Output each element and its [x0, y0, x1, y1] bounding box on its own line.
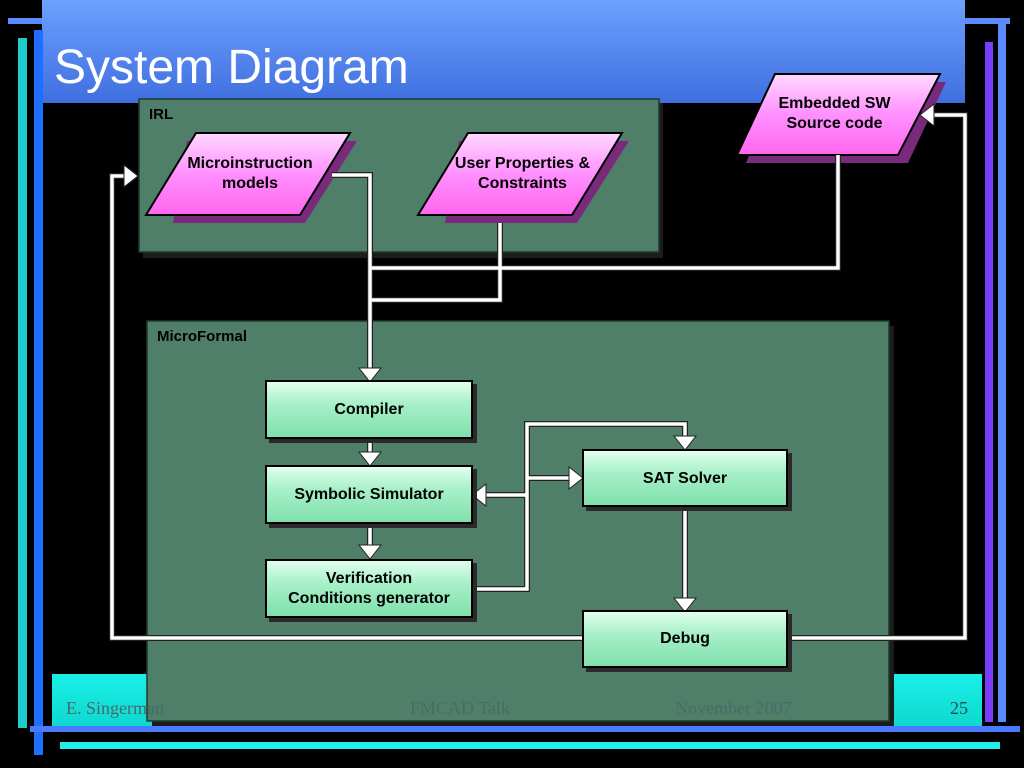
debug-block: Debug: [582, 610, 788, 668]
symbolic-simulator-label: Symbolic Simulator: [294, 485, 444, 503]
arrowhead-to-sat-left: [568, 465, 584, 491]
compiler-label: Compiler: [334, 400, 404, 418]
vc-generator-line-1: Verification: [325, 569, 413, 587]
arrowhead-to-debug: [672, 597, 698, 613]
user-properties-line-1: User Properties &: [454, 155, 591, 172]
frame-line-right-2: [998, 22, 1006, 722]
microformal-group-label: MicroFormal: [157, 328, 248, 345]
connector-embedded-to-compiler: [370, 155, 840, 270]
irl-group-label: IRL: [149, 106, 174, 123]
frame-line-left-2: [18, 38, 27, 728]
arrowhead-to-compiler: [357, 367, 383, 383]
arrowhead-to-vcgen: [357, 544, 383, 560]
debug-label: Debug: [660, 630, 710, 647]
frame-line-bottom-2: [30, 726, 1020, 732]
arrowhead-to-sat-top: [672, 435, 698, 451]
frame-line-top-right: [965, 18, 1010, 24]
user-properties-label: User Properties & Constraints: [430, 154, 615, 194]
vc-generator-line-2: Conditions generator: [288, 589, 450, 607]
footer-author: E. Singerman: [66, 698, 164, 718]
connector-vcgen-to-sat: [472, 422, 687, 591]
connector-userprops-to-compiler: [370, 223, 502, 302]
arrowhead-to-embedded: [919, 102, 935, 128]
sat-solver-label: SAT Solver: [642, 470, 728, 487]
embedded-sw-line-2: Source code: [786, 115, 883, 132]
frame-line-left: [34, 30, 43, 755]
footer-date: November 2007: [675, 698, 792, 718]
microinstruction-shape: [144, 132, 352, 216]
frame-line-bottom: [60, 742, 1000, 749]
frame-line-top-left: [8, 18, 42, 24]
user-properties-shape: [416, 132, 624, 216]
embedded-sw-line-1: Embedded SW: [778, 95, 891, 112]
user-properties-line-2: Constraints: [478, 175, 567, 192]
sat-solver-block: SAT Solver: [582, 449, 788, 507]
slide-title: System Diagram: [54, 41, 409, 94]
embedded-sw-label: Embedded SW Source code: [752, 94, 917, 134]
connector-debug-to-irl: [110, 174, 582, 640]
footer-page-number: 25: [950, 698, 968, 718]
vc-generator-block: Verification Conditions generator: [265, 559, 473, 618]
connector-debug-to-embedded: [787, 113, 967, 640]
embedded-sw-shape: [735, 73, 942, 156]
arrowhead-to-simulator-right: [471, 482, 487, 508]
compiler-block: Compiler: [265, 380, 473, 439]
microinstruction-line-2: models: [221, 175, 278, 192]
symbolic-simulator-block: Symbolic Simulator: [265, 465, 473, 524]
connector-microinstruction-to-compiler: [332, 173, 372, 372]
arrowhead-to-simulator: [357, 451, 383, 467]
microinstruction-line-1: Microinstruction: [187, 155, 313, 172]
arrowhead-to-irl: [123, 163, 139, 189]
footer-event: FMCAD Talk: [410, 698, 510, 718]
frame-line-right: [985, 42, 993, 722]
microinstruction-label: Microinstruction models: [160, 154, 340, 194]
